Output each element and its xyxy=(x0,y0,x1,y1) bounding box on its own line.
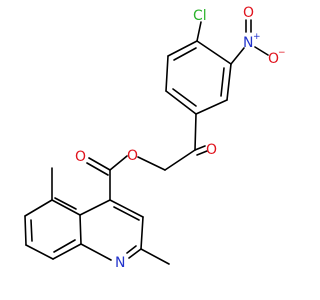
atom-n-nitro: N xyxy=(243,35,253,51)
bond-qa-inner xyxy=(113,206,140,221)
bond-qj xyxy=(25,244,54,260)
bond-qc xyxy=(128,248,142,259)
charge-o-minus: − xyxy=(278,48,286,58)
bond-ketone-o-a xyxy=(194,145,206,151)
bond-qk-inner xyxy=(53,239,76,253)
molecule-canvas: Cl O N + O − O O O N xyxy=(24,5,286,271)
bond-qk xyxy=(52,243,82,260)
bond-qg-inner xyxy=(54,197,77,210)
bond-qa xyxy=(109,199,144,218)
molecule-structure: Cl O N + O − O O O N xyxy=(24,5,286,271)
atom-o-ketone: O xyxy=(206,142,217,158)
bond-ester-co-b xyxy=(86,162,109,176)
bond-ketone-o-b xyxy=(196,150,208,156)
bond-qi-inner xyxy=(30,219,33,242)
atom-o-ester-carbonyl: O xyxy=(75,149,86,165)
bond-n-o-minus xyxy=(254,46,269,56)
bond-cnitro-n xyxy=(230,47,245,65)
bond-qi xyxy=(24,215,27,246)
bond-methyl-2 xyxy=(140,248,170,265)
bond-ring1-b-inner xyxy=(220,67,225,97)
bond-qe xyxy=(79,214,82,245)
bond-ring1-d xyxy=(165,90,197,115)
bond-ring1-carbonyl xyxy=(194,113,197,151)
bond-ring1-f-inner xyxy=(173,47,197,61)
bond-ring1-e xyxy=(165,55,169,92)
bond-ch2-o xyxy=(137,156,166,171)
bond-qc-inner xyxy=(126,245,137,254)
atom-cl: Cl xyxy=(193,8,207,24)
bond-qd xyxy=(80,243,112,261)
bond-ring1-d-inner xyxy=(172,88,197,107)
atom-o-nitro-top: O xyxy=(243,5,254,21)
bond-cl-c xyxy=(196,21,202,42)
atom-o-minus: O xyxy=(268,51,279,67)
atom-n-quinoline: N xyxy=(115,255,125,271)
bond-ring1-a xyxy=(196,40,232,65)
bond-carbonyl-ch2 xyxy=(164,149,196,171)
bond-ring1-c xyxy=(195,99,228,115)
bond-ester-co-a xyxy=(88,157,111,171)
bond-qb xyxy=(140,216,144,250)
bond-qf xyxy=(79,199,111,216)
bond-ring1-b xyxy=(226,63,232,101)
bond-ring1-f xyxy=(167,40,198,57)
bond-qh xyxy=(24,199,53,217)
bond-o-ester-carbon xyxy=(109,155,128,171)
atom-o-ester-link: O xyxy=(127,148,138,164)
bond-qg xyxy=(51,199,81,216)
charge-n-plus: + xyxy=(253,32,261,42)
